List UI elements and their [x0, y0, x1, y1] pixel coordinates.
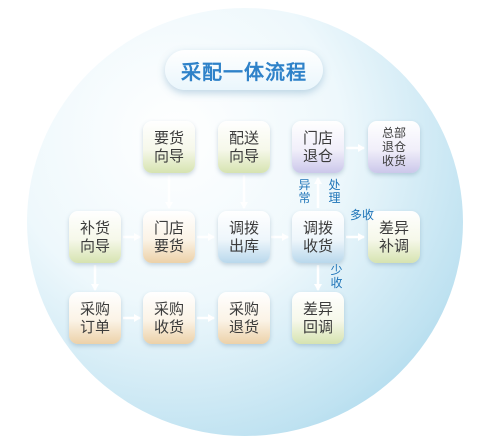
- label-shaoshou: 少收: [330, 263, 343, 290]
- node-diaobo-chuku: 调拨 出库: [218, 211, 270, 263]
- label-duoshou: 多收: [350, 208, 375, 222]
- node-buhuo-xiangdao: 补货 向导: [69, 211, 121, 263]
- node-mendian-tuicang: 门店 退仓: [292, 121, 344, 173]
- node-peisong-xiangdao: 配送 向导: [218, 121, 270, 173]
- node-chayi-budiao: 差异 补调: [368, 211, 420, 263]
- diagram-title: 采配一体流程: [181, 59, 307, 84]
- label-chuli: 处理: [328, 178, 341, 205]
- node-caigou-dingdan: 采购 订单: [69, 292, 121, 344]
- title-pill: 采配一体流程: [165, 50, 323, 90]
- node-caigou-shouhuo: 采购 收货: [143, 292, 195, 344]
- label-yichang: 异常: [298, 178, 311, 205]
- node-yaohuo-xiangdao: 要货 向导: [143, 121, 195, 173]
- node-zongbu-tuicang-shouhuo: 总部 退仓 收货: [368, 121, 420, 173]
- node-mendian-yaohuo: 门店 要货: [143, 211, 195, 263]
- node-caigou-tuihuo: 采购 退货: [218, 292, 270, 344]
- node-chayi-huidiao: 差异 回调: [292, 292, 344, 344]
- node-diaobo-shouhuo: 调拨 收货: [292, 211, 344, 263]
